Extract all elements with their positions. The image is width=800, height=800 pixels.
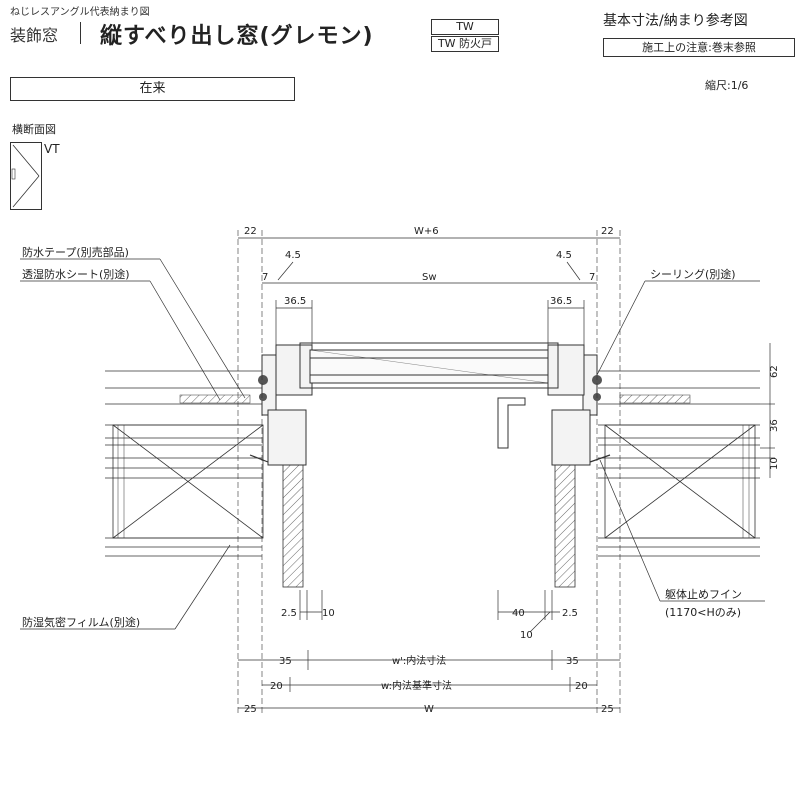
dim-bottom-left-2-5: 2.5	[281, 608, 297, 619]
dim-right-35: 35	[566, 656, 579, 667]
right-frame	[547, 344, 598, 466]
section-view-label: 横断面図	[12, 123, 56, 136]
type-tag-tw-fireproof: TW 防火戸	[431, 36, 499, 52]
dim-right-36-5: 36.5	[550, 296, 572, 307]
construction-note-box: 施工上の注意:巻末参照	[603, 38, 795, 57]
right-stud	[604, 424, 756, 539]
dimension-lines	[238, 237, 775, 709]
dim-left-20: 20	[270, 681, 283, 692]
header-divider	[80, 22, 81, 44]
left-fin	[249, 454, 269, 463]
leader-lines	[20, 258, 765, 633]
left-interior-casing	[282, 461, 304, 588]
swing-diagram-icon	[11, 144, 40, 208]
dim-top-right-22: 22	[601, 226, 614, 237]
dim-inner-width: w':内法寸法	[392, 654, 446, 667]
dim-left-25: 25	[244, 704, 257, 715]
right-interior-casing	[554, 461, 576, 588]
dimension-labels: 22 W+6 22 4.5 4.5 7 7 Sw 36.5 36.5 62 36…	[244, 226, 780, 715]
dim-right-7: 7	[589, 272, 595, 283]
dim-sash-width: Sw	[422, 272, 437, 283]
dim-left-36-5: 36.5	[284, 296, 306, 307]
callout-labels: 防水テープ(別売部品) 透湿防水シート(別途) シーリング(別途) 防湿気密フィ…	[22, 245, 742, 629]
dim-v-10: 10	[769, 457, 780, 470]
dim-bottom-left-10: 10	[322, 608, 335, 619]
drawing-type-title: 基本寸法/納まり参考図	[603, 13, 748, 29]
dim-inner-standard: w:内法基準寸法	[381, 679, 452, 692]
callout-moisture-film: 防湿気密フィルム(別途)	[22, 615, 140, 629]
callout-waterproof-tape: 防水テープ(別売部品)	[22, 245, 129, 259]
drawing-subtitle: ねじレスアングル代表納まり図	[10, 7, 150, 18]
left-frame	[261, 344, 313, 466]
callout-sealing: シーリング(別途)	[650, 267, 736, 281]
callout-breathable-sheet: 透湿防水シート(別途)	[22, 267, 130, 281]
glass-sash	[299, 342, 559, 389]
type-tag-tw: TW	[431, 19, 499, 35]
page-title: 縦すべり出し窓(グレモン)	[100, 24, 374, 49]
dim-left-7: 7	[262, 272, 268, 283]
dim-bottom-right-40: 40	[512, 608, 525, 619]
dim-v-36: 36	[769, 419, 780, 432]
dim-bottom-right-10: 10	[520, 630, 533, 641]
dim-right-20: 20	[575, 681, 588, 692]
callout-fin-note: (1170<Hのみ)	[665, 606, 741, 619]
right-exterior-finish	[619, 394, 691, 404]
dim-overall-W: W	[424, 704, 434, 715]
dim-right-25: 25	[601, 704, 614, 715]
product-category: 装飾窓	[10, 26, 59, 45]
dim-v-62: 62	[769, 365, 780, 378]
dim-left-35: 35	[279, 656, 292, 667]
left-stud	[112, 424, 264, 539]
window-type-code: VT	[44, 142, 60, 156]
dim-left-4-5: 4.5	[285, 250, 301, 261]
dim-right-4-5: 4.5	[556, 250, 572, 261]
dim-top-left-22: 22	[244, 226, 257, 237]
handle	[497, 397, 526, 449]
left-exterior-finish	[179, 394, 251, 404]
right-fin	[589, 454, 611, 463]
dim-bottom-right-2-5: 2.5	[562, 608, 578, 619]
window-type-icon	[10, 142, 42, 210]
callout-fin: 躯体止めフイン	[665, 587, 742, 601]
scale-label: 縮尺:1/6	[705, 79, 749, 92]
condition-box: 在来	[10, 77, 295, 101]
dim-top-overall: W+6	[414, 226, 439, 237]
